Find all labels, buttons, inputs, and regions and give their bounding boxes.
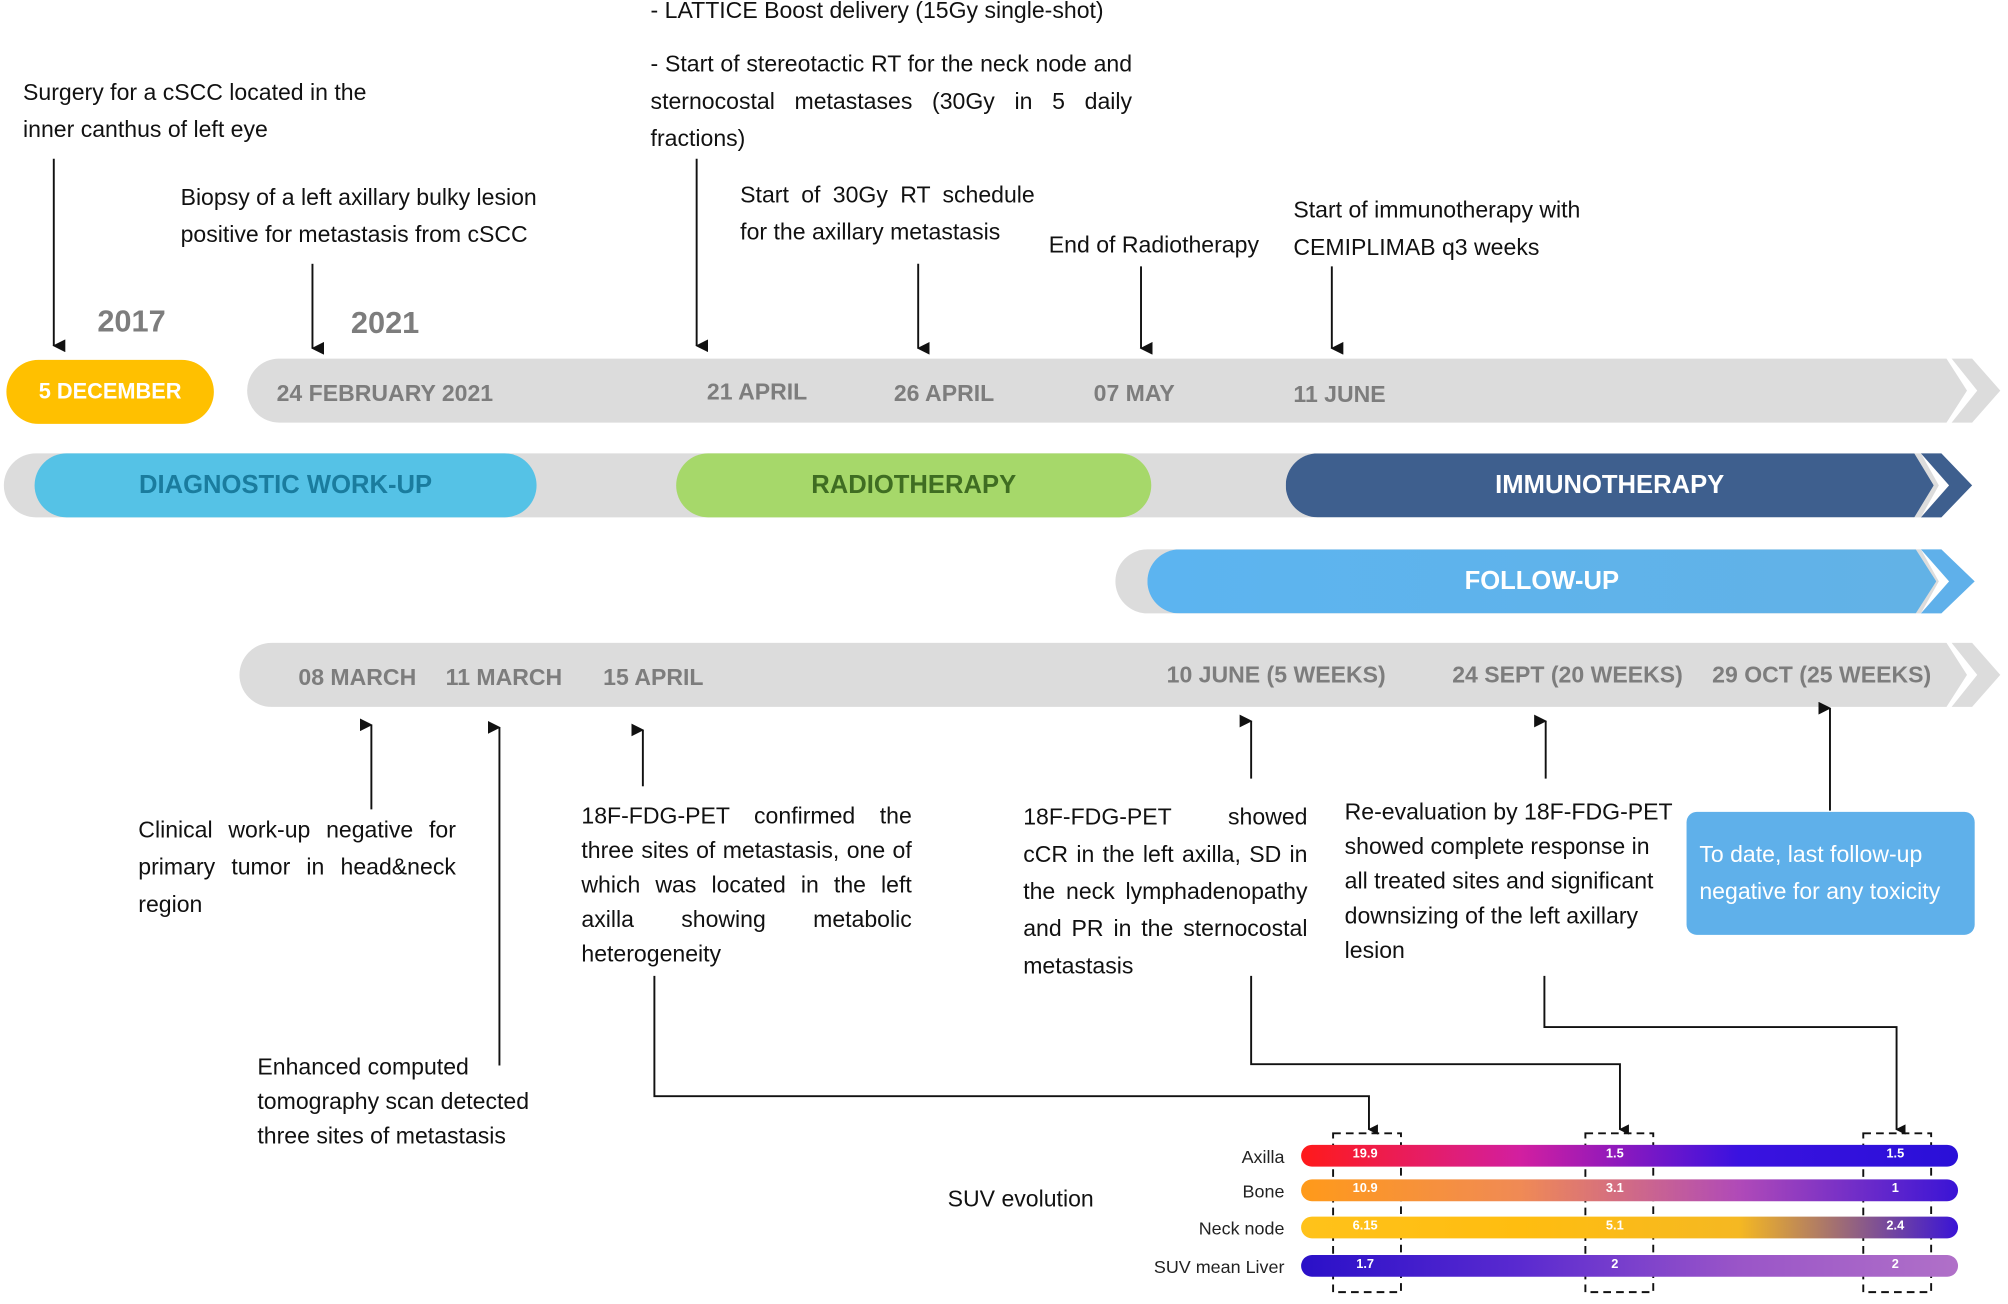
bottom-date-6: 29 OCT (25 WEEKS)	[1712, 662, 1932, 688]
event-clinical-workup: Clinical work-up negative for primary tu…	[138, 817, 456, 917]
top-date-5: 11 JUNE	[1293, 381, 1386, 408]
suv-row-label: SUV mean Liver	[1153, 1256, 1285, 1277]
suv-value: 2	[1891, 1257, 1899, 1272]
suv-value: 1.5	[1886, 1147, 1905, 1162]
bottom-date-5: 24 SEPT (20 WEEKS)	[1452, 662, 1683, 688]
bottom-date-3: 15 APRIL	[603, 664, 704, 691]
suv-value: 6.15	[1352, 1219, 1378, 1234]
bottom-timeline-bar	[239, 642, 1968, 707]
event-pet-confirmed: 18F-FDG-PET confirmed the three sites of…	[581, 802, 912, 967]
top-date-3: 26 APRIL	[893, 380, 995, 406]
suv-value: 5.1	[1605, 1219, 1624, 1234]
suv-row-label: Neck node	[1198, 1217, 1285, 1239]
event-lattice-boost: - LATTICE Boost delivery (15Gy single-sh…	[650, 0, 1104, 24]
year-2017: 2017	[97, 304, 166, 340]
event-biopsy: Biopsy of a left axillary bulky lesion p…	[180, 184, 537, 248]
suv-bar	[1301, 1144, 1959, 1167]
suv-row-label: Bone	[1242, 1180, 1285, 1202]
suv-value: 10.9	[1352, 1181, 1378, 1197]
suv-value: 1	[1891, 1181, 1899, 1197]
top-date-2: 21 APRIL	[706, 379, 808, 405]
suv-value: 2.4	[1886, 1219, 1905, 1234]
suv-value: 1.5	[1605, 1147, 1624, 1162]
suv-value: 1.7	[1356, 1257, 1375, 1272]
event-30gy-rt: Start of 30Gy RT schedule for the axilla…	[740, 181, 1035, 245]
suv-bar	[1301, 1254, 1959, 1277]
bottom-timeline-chevron	[1951, 642, 2001, 707]
suv-bar	[1301, 1179, 1959, 1202]
event-surgery: Surgery for a cSCC located in the inner …	[23, 79, 367, 143]
last-followup-box: To date, last follow-up negative for any…	[1686, 811, 1975, 935]
event-reevaluation: Re-evaluation by 18F-FDG-PET showed comp…	[1344, 799, 1673, 964]
top-date-4: 07 MAY	[1093, 380, 1175, 406]
bottom-date-1: 08 MARCH	[298, 664, 417, 691]
bottom-date-4: 10 JUNE (5 WEEKS)	[1166, 662, 1386, 688]
phase-immunotherapy: IMMUNOTHERAPY	[1285, 453, 1934, 518]
suv-row-label: Axilla	[1241, 1146, 1285, 1167]
suv-value: 3.1	[1605, 1181, 1624, 1197]
phase-radiotherapy: RADIOTHERAPY	[676, 453, 1152, 518]
followup-chevron	[1920, 549, 1975, 614]
top-timeline-chevron	[1951, 358, 2001, 423]
last-followup-text: To date, last follow-up negative for any…	[1699, 841, 1941, 905]
event-pet-response: 18F-FDG-PET showed cCR in the left axill…	[1023, 804, 1308, 979]
event-ct-scan: Enhanced computed tomography scan detect…	[257, 1053, 530, 1149]
phase-diagnostic-workup: DIAGNOSTIC WORK-UP	[34, 453, 537, 518]
date-badge-2017: 5 DECEMBER	[6, 359, 214, 424]
immunotherapy-chevron	[1920, 453, 1973, 518]
event-stereotactic-rt: - Start of stereotactic RT for the neck …	[650, 51, 1133, 152]
suv-bar	[1301, 1216, 1959, 1239]
suv-title: SUV evolution	[947, 1185, 1094, 1212]
suv-value: 2	[1611, 1257, 1619, 1272]
event-immunotherapy-start: Start of immunotherapy with CEMIPLIMAB q…	[1293, 197, 1581, 260]
top-timeline-bar	[247, 358, 1968, 423]
top-date-1: 24 FEBRUARY 2021	[276, 380, 494, 406]
suv-value: 19.9	[1352, 1147, 1378, 1162]
phase-followup: FOLLOW-UP	[1147, 549, 1937, 614]
bottom-date-2: 11 MARCH	[445, 664, 563, 691]
event-end-radiotherapy: End of Radiotherapy	[1048, 231, 1259, 258]
year-2021: 2021	[350, 306, 420, 341]
